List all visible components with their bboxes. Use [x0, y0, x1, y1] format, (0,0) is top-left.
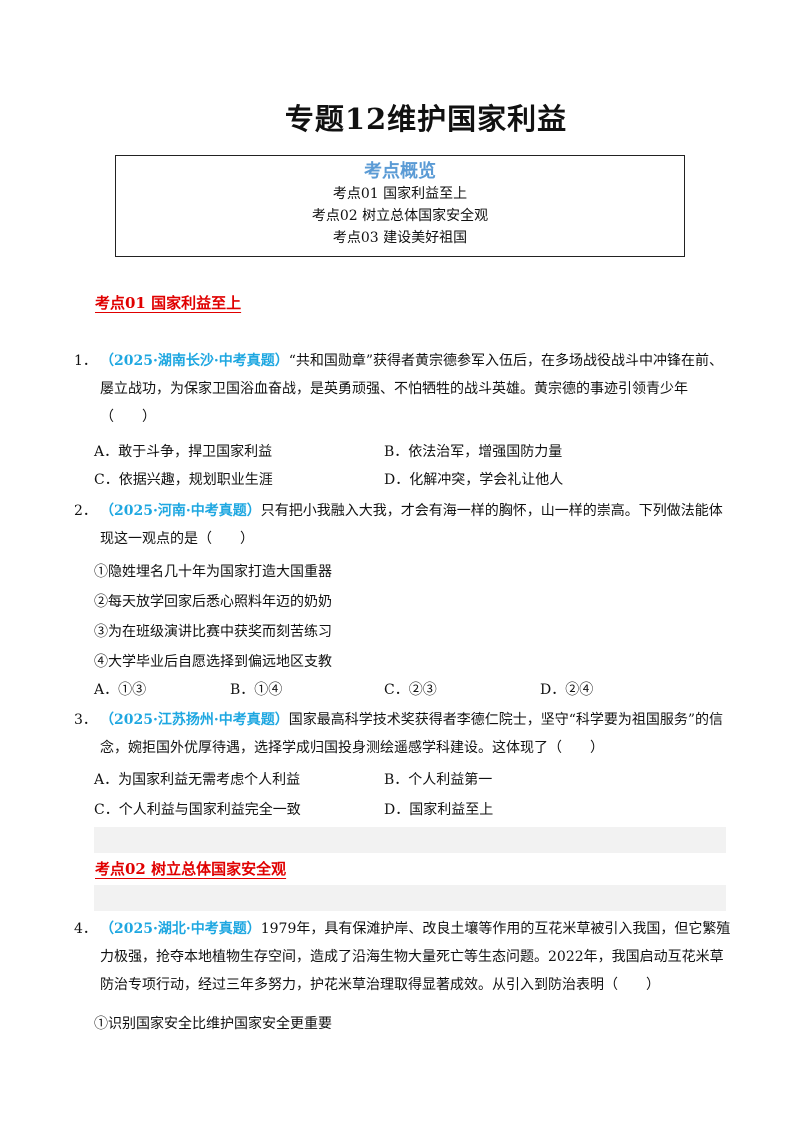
- question-text: 只有把小我融入大我，才会有海一样的胸怀，山一样的崇高。下列做法能体现这一观点的是…: [100, 503, 723, 547]
- option-a: A．敢于斗争，捍卫国家利益: [94, 444, 273, 460]
- page-title: 专题12维护国家利益: [284, 102, 568, 136]
- overview-box: 考点概览 考点01 国家利益至上 考点02 树立总体国家安全观 考点03 建设美…: [115, 155, 685, 257]
- question-3: 3． （2025·江苏扬州·中考真题）国家最高科学技术奖获得者李德仁院士，坚守“…: [74, 706, 734, 762]
- question-2: 2． （2025·河南·中考真题）只有把小我融入大我，才会有海一样的胸怀，山一样…: [74, 497, 734, 553]
- question-4: 4． （2025·湖北·中考真题）1979年，具有保滩护岸、改良土壤等作用的互花…: [74, 915, 734, 999]
- section-heading-2: 考点02 树立总体国家安全观: [95, 860, 287, 878]
- option-b: B．①④: [230, 682, 283, 698]
- statement-2: ②每天放学回家后悉心照料年迈的奶奶: [94, 594, 332, 610]
- statement-4: ④大学毕业后自愿选择到偏远地区支教: [94, 654, 332, 670]
- option-c: C．②③: [384, 682, 437, 698]
- option-d: D．国家利益至上: [384, 802, 494, 818]
- overview-item: 考点02 树立总体国家安全观: [311, 208, 489, 224]
- question-source: （2025·湖北·中考真题）: [100, 921, 261, 937]
- option-c: C．依据兴趣，规划职业生涯: [94, 472, 273, 488]
- question-text: “共和国勋章”获得者黄宗德参军入伍后，在多场战役战斗中冲锋在前、屡立战功，为保家…: [100, 353, 724, 425]
- answer-space: [94, 885, 726, 911]
- question-text: 国家最高科学技术奖获得者李德仁院士，坚守“科学要为祖国服务”的信念，婉拒国外优厚…: [100, 712, 724, 756]
- statement-1: ①识别国家安全比维护国家安全更重要: [94, 1016, 332, 1032]
- answer-space: [94, 827, 726, 853]
- question-number: 2．: [74, 503, 97, 519]
- question-source: （2025·湖南长沙·中考真题）: [100, 353, 289, 369]
- question-text: 1979年，具有保滩护岸、改良土壤等作用的互花米草被引入我国，但它繁殖力极强，抢…: [100, 921, 731, 993]
- question-1: 1． （2025·湖南长沙·中考真题）“共和国勋章”获得者黄宗德参军入伍后，在多…: [74, 347, 734, 431]
- option-d: D．化解冲突，学会礼让他人: [384, 472, 564, 488]
- option-b: B．个人利益第一: [384, 772, 493, 788]
- question-source: （2025·河南·中考真题）: [100, 503, 261, 519]
- section-heading-1: 考点01 国家利益至上: [95, 294, 242, 312]
- option-a: A．为国家利益无需考虑个人利益: [94, 772, 301, 788]
- overview-item: 考点01 国家利益至上: [332, 186, 468, 202]
- option-c: C．个人利益与国家利益完全一致: [94, 802, 301, 818]
- statement-3: ③为在班级演讲比赛中获奖而刻苦练习: [94, 624, 332, 640]
- question-number: 3．: [74, 712, 97, 728]
- question-number: 1．: [74, 353, 97, 369]
- question-number: 4．: [74, 921, 97, 937]
- option-b: B．依法治军，增强国防力量: [384, 444, 563, 460]
- question-source: （2025·江苏扬州·中考真题）: [100, 712, 289, 728]
- statement-1: ①隐姓埋名几十年为国家打造大国重器: [94, 564, 332, 580]
- option-d: D．②④: [540, 682, 594, 698]
- option-a: A．①③: [94, 682, 147, 698]
- overview-item: 考点03 建设美好祖国: [332, 230, 468, 246]
- overview-heading: 考点概览: [364, 161, 436, 182]
